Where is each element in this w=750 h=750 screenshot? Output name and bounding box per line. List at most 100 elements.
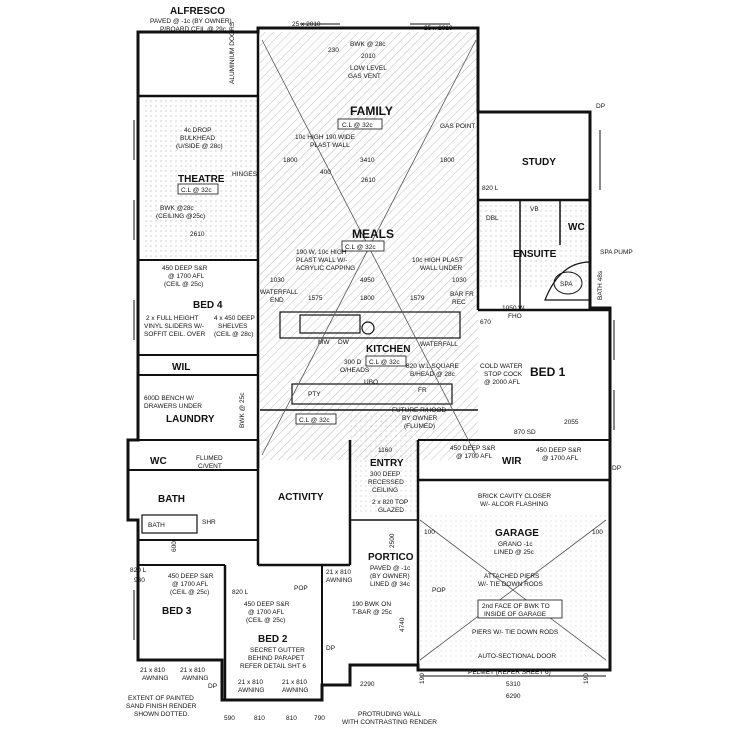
dim-4740: 4740 bbox=[399, 617, 406, 632]
dim-1575: 1575 bbox=[308, 295, 323, 302]
note-extent-3: SHOWN DOTTED. bbox=[134, 711, 189, 718]
note-oheads-1: 300 D bbox=[344, 359, 362, 366]
dim-670: 670 bbox=[480, 319, 491, 326]
note-bed2-sr2: @ 1700 AFL bbox=[248, 609, 285, 616]
note-spa-pump: SPA PUMP bbox=[600, 249, 633, 256]
dim-190-b: 190 bbox=[583, 673, 590, 684]
dim-1800-left: 1800 bbox=[283, 157, 298, 164]
spa-tub bbox=[544, 261, 591, 301]
room-bed1: BED 1 bbox=[530, 365, 566, 379]
note-theatre-3: (U/SIDE @ 28c) bbox=[176, 143, 223, 150]
note-bed3-sr1: 450 DEEP S&R bbox=[168, 573, 214, 580]
ceiling-meals: C.L @ 32c bbox=[345, 244, 376, 251]
walls bbox=[126, 26, 612, 702]
room-laundry: LAUNDRY bbox=[166, 414, 215, 425]
note-laundry-1: 600D BENCH W/ bbox=[144, 395, 194, 402]
room-family: FAMILY bbox=[350, 104, 393, 118]
note-end-top: END bbox=[270, 297, 284, 304]
dim-820l-bed2: 820 L bbox=[232, 589, 249, 596]
note-flumed-2: C/VENT bbox=[198, 463, 222, 470]
room-activity: ACTIVITY bbox=[278, 492, 324, 503]
note-awning-21-c: 21 x 810 bbox=[238, 679, 263, 686]
note-bwk-tbar-1: 190 BWK ON bbox=[352, 601, 391, 608]
note-ubo: UBO bbox=[364, 379, 378, 386]
kitchen-benches bbox=[279, 311, 461, 405]
note-bed2-sr1: 450 DEEP S&R bbox=[244, 601, 290, 608]
note-laundry-2: DRAWERS UNDER bbox=[144, 403, 202, 410]
note-wir-sr2: @ 1700 AFL bbox=[456, 453, 493, 460]
dim-1800-mid: 1800 bbox=[360, 295, 375, 302]
note-bar-fr: BAR FR bbox=[450, 291, 474, 298]
note-awning-21-b: 21 x 810 bbox=[180, 667, 205, 674]
note-wall-1: 10c HIGH 190 WIDE bbox=[295, 134, 356, 141]
room-study: STUDY bbox=[522, 157, 556, 168]
note-wall-2: PLAST WALL bbox=[310, 142, 350, 149]
room-bed3: BED 3 bbox=[162, 606, 192, 617]
dim-810-b: 810 bbox=[286, 715, 297, 722]
note-bath-side: BATH 48s bbox=[597, 270, 604, 300]
note-extent-2: SAND FINISH RENDER bbox=[126, 703, 197, 710]
room-bed2: BED 2 bbox=[258, 634, 288, 645]
note-bar-rec: REC bbox=[452, 299, 466, 306]
room-bath: BATH bbox=[158, 494, 185, 505]
note-cold-3: @ 2000 AFL bbox=[484, 379, 521, 386]
note-bed4-sr3: (CEIL @ 25c) bbox=[164, 281, 203, 288]
note-piers-1: ATTACHED PIERS bbox=[484, 573, 540, 580]
note-pop-2: POP bbox=[432, 587, 446, 594]
room-wc-ensuite: WC bbox=[568, 222, 585, 233]
note-bed4-sr1: 450 DEEP S&R bbox=[162, 265, 208, 272]
dim-190-a: 190 bbox=[419, 673, 426, 684]
dim-1030-right: 1030 bbox=[452, 277, 467, 284]
note-portico-2: (BY OWNER) bbox=[370, 573, 410, 580]
dim-5310: 5310 bbox=[506, 681, 521, 688]
note-pty: PTY bbox=[308, 391, 321, 398]
note-waterfall-top: WATERFALL bbox=[260, 289, 298, 296]
dim-930: 930 bbox=[134, 577, 145, 584]
note-garage-2: LINED @ 25c bbox=[494, 549, 535, 556]
note-bed4-s1: 4 x 450 DEEP bbox=[214, 315, 255, 322]
note-extent-1: EXTENT OF PAINTED bbox=[128, 695, 194, 702]
note-awning-a: AWNING bbox=[142, 675, 168, 682]
note-portico-1: PAVED @ -1c bbox=[370, 565, 411, 572]
notes: PAVED @ -1c (BY OWNER) P/BOARD CEIL @ 29… bbox=[126, 18, 633, 726]
note-bwk25: BWK @ 25c bbox=[239, 392, 246, 428]
note-bed4-v2: VINYL SLIDERS W/- bbox=[144, 323, 204, 330]
note-meals-w3: ACRYLIC CAPPING bbox=[296, 265, 355, 272]
note-bed2-g1: SECRET GUTTER bbox=[250, 647, 305, 654]
note-low-level-2: GAS VENT bbox=[348, 73, 381, 80]
room-portico: PORTICO bbox=[368, 552, 414, 563]
note-meals-w1: 190 W, 10c HIGH bbox=[296, 249, 347, 256]
dim-400-family: 400 bbox=[320, 169, 331, 176]
note-bhead-1: 820 W.L SQUARE bbox=[406, 363, 460, 370]
room-meals: MEALS bbox=[352, 227, 394, 241]
note-awning-c: AWNING bbox=[238, 687, 264, 694]
note-aluminium: ALUMINIUM DOORS bbox=[229, 21, 236, 84]
ceiling-theatre: C.L @ 32c bbox=[181, 187, 212, 194]
note-bwk-tbar-2: T-BAR @ 25c bbox=[352, 609, 393, 616]
room-wir: WIR bbox=[502, 456, 522, 467]
room-ensuite: ENSUITE bbox=[513, 249, 557, 260]
note-rhood-1: FUTURE R/HOOD bbox=[392, 407, 446, 414]
room-entry: ENTRY bbox=[370, 458, 404, 469]
note-oheads-2: O/HEADS bbox=[340, 367, 370, 374]
note-alfresco-1: PAVED @ -1c (BY OWNER) bbox=[150, 18, 232, 25]
note-gas-point: GAS POINT bbox=[440, 123, 475, 130]
dim-6290: 6290 bbox=[506, 693, 521, 700]
room-spa: SPA bbox=[560, 281, 573, 288]
note-theatre-2: BULKHEAD bbox=[180, 135, 215, 142]
note-awning-b: AWNING bbox=[182, 675, 208, 682]
dim-790: 790 bbox=[314, 715, 325, 722]
note-pelmet: PELMET (REFER SHEET 6) bbox=[468, 669, 551, 676]
note-rhood-2: BY OWNER bbox=[402, 415, 438, 422]
room-dbl: DBL bbox=[486, 215, 499, 222]
note-dw: DW bbox=[338, 339, 350, 346]
note-bed4-s3: (CEIL @ 28c) bbox=[214, 331, 253, 338]
note-bed2-sr3: (CEIL @ 25c) bbox=[246, 617, 285, 624]
dim-3410: 3410 bbox=[360, 157, 375, 164]
note-rhood-3: (FLUMED) bbox=[404, 423, 435, 430]
note-fho: 1050 W. bbox=[502, 305, 526, 312]
dim-810-a: 810 bbox=[254, 715, 265, 722]
dim-100-garage-b: 100 bbox=[592, 529, 603, 536]
note-bed3-sr2: @ 1700 AFL bbox=[172, 581, 209, 588]
note-brick-1: BRICK CAVITY CLOSER bbox=[478, 493, 551, 500]
